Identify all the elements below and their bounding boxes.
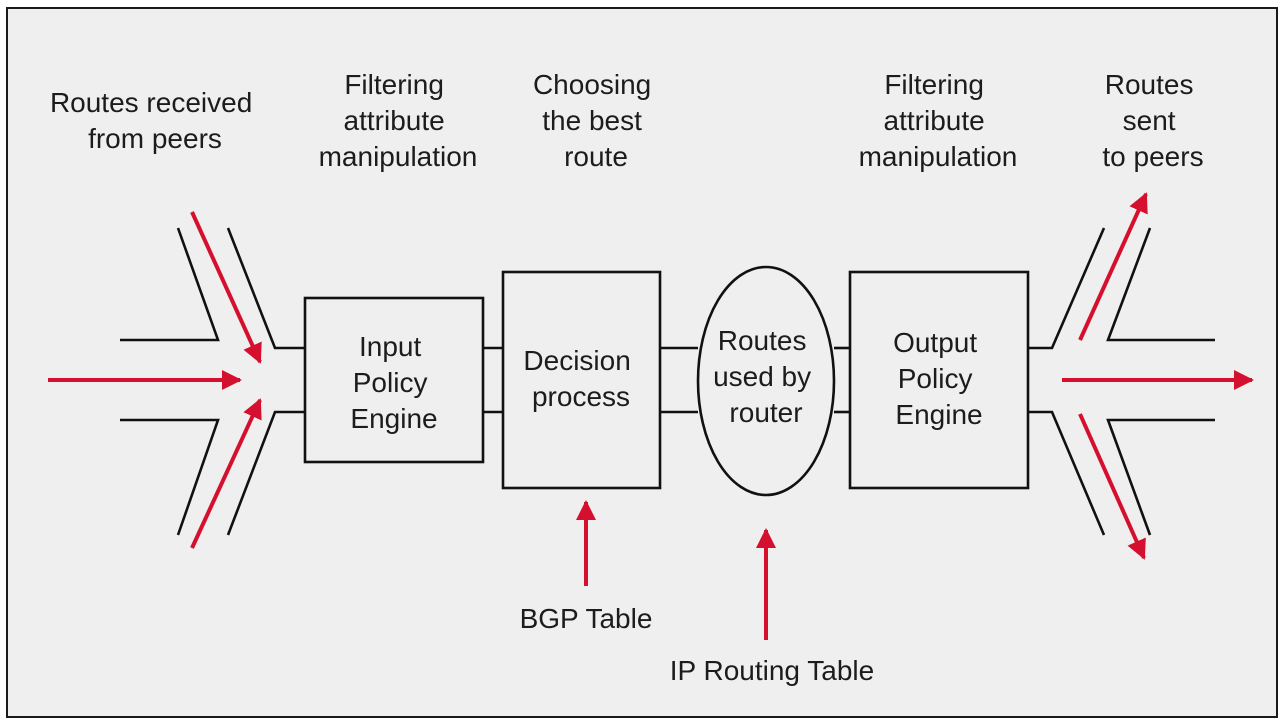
label-routes-received: Routes received from peers xyxy=(50,87,260,154)
routes-used-by-router-label: Routes used by router xyxy=(713,325,819,428)
output-policy-engine-label: Output Policy Engine xyxy=(893,327,985,430)
label-choosing-best-route: Choosing the best route xyxy=(533,69,659,172)
output-funnel xyxy=(1028,227,1215,536)
input-funnel xyxy=(120,227,305,536)
input-policy-engine-label: Input Policy Engine xyxy=(350,331,437,434)
input-policy-engine-box xyxy=(303,296,485,464)
decision-process-box xyxy=(501,270,662,490)
outgoing-arrow-top xyxy=(1078,192,1148,341)
bgp-table-label: BGP Table xyxy=(520,603,653,634)
label-routes-sent: Routes sent to peers xyxy=(1102,69,1203,172)
output-policy-engine-box xyxy=(848,270,1030,490)
decision-process-label: Decision process xyxy=(523,345,638,412)
incoming-arrow-top xyxy=(190,211,262,364)
outgoing-arrow-bottom xyxy=(1078,413,1146,560)
ip-routing-table-label: IP Routing Table xyxy=(670,655,874,686)
routes-used-by-router-ellipse xyxy=(696,265,836,497)
incoming-arrow-bottom xyxy=(190,398,262,549)
label-output-filtering: Filtering attribute manipulation xyxy=(859,69,1018,172)
connectors xyxy=(483,346,850,414)
label-input-filtering: Filtering attribute manipulation xyxy=(319,69,478,172)
flow-arrows xyxy=(48,192,1254,640)
